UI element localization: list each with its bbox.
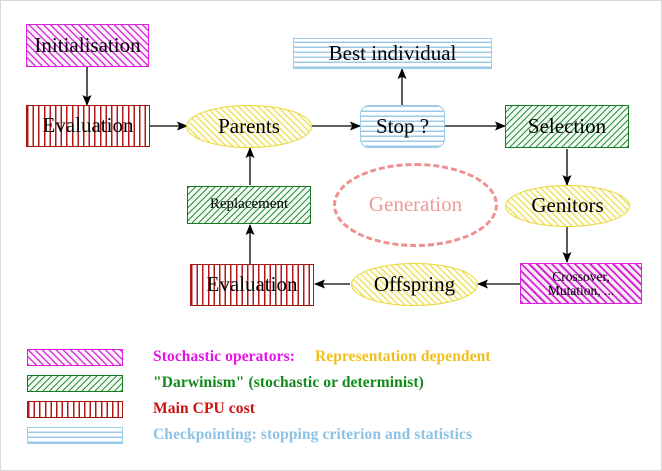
node-selection[interactable]: Selection xyxy=(505,105,629,148)
node-parents-label: Parents xyxy=(218,113,280,138)
node-evaluation-top[interactable]: Evaluation xyxy=(26,105,150,147)
node-best-individual[interactable]: Best individual xyxy=(293,38,492,69)
node-selection-label: Selection xyxy=(527,113,607,138)
legend-swatch-green-diagonal-hatch xyxy=(27,374,123,392)
node-initialisation-label: Initialisation xyxy=(34,32,141,57)
legend-label-stochastic-sub: Representation dependent xyxy=(314,348,491,365)
node-genitors-label: Genitors xyxy=(531,193,604,218)
node-evaluation-top-label: Evaluation xyxy=(42,113,134,138)
node-offspring-label: Offspring xyxy=(373,271,456,296)
legend-label-stochastic: Stochastic operators: Representation dep… xyxy=(153,348,491,366)
legend-swatch-red-vertical-hatch xyxy=(27,400,123,418)
node-offspring[interactable]: Offspring xyxy=(351,263,478,306)
legend-label-checkpointing: Checkpointing: stopping criterion and st… xyxy=(153,426,473,443)
node-initialisation[interactable]: Initialisation xyxy=(26,24,149,67)
node-crossover-mutation[interactable]: Crossover, Mutation, ... xyxy=(520,263,642,304)
node-generation: Generation xyxy=(333,163,498,247)
legend-row-checkpointing: Checkpointing: stopping criterion and st… xyxy=(27,423,472,447)
node-genitors[interactable]: Genitors xyxy=(505,185,630,227)
node-evaluation-bottom[interactable]: Evaluation xyxy=(190,264,314,306)
legend-label-main-cpu-cost: Main CPU cost xyxy=(153,400,256,417)
node-replacement[interactable]: Replacement xyxy=(187,186,311,224)
node-stop[interactable]: Stop ? xyxy=(360,105,445,148)
node-generation-label: Generation xyxy=(368,192,463,217)
node-best-individual-label: Best individual xyxy=(328,40,457,65)
node-parents[interactable]: Parents xyxy=(186,105,312,148)
node-evaluation-bottom-label: Evaluation xyxy=(206,272,298,297)
legend-label-stochastic-main: Stochastic operators: xyxy=(153,348,296,365)
node-stop-label: Stop ? xyxy=(375,113,430,138)
legend-swatch-magenta-diagonal-hatch xyxy=(27,348,123,366)
legend-row-main-cpu-cost: Main CPU cost xyxy=(27,397,255,421)
legend-row-darwinism: "Darwinism" (stochastic or determinist) xyxy=(27,371,424,395)
legend-swatch-blue-horizontal-hatch xyxy=(27,426,123,444)
legend-row-stochastic-operators: Stochastic operators: Representation dep… xyxy=(27,345,491,369)
node-replacement-label: Replacement xyxy=(209,196,289,213)
legend-label-darwinism: "Darwinism" (stochastic or determinist) xyxy=(153,374,424,391)
node-crossover-mutation-label: Crossover, Mutation, ... xyxy=(547,268,615,298)
